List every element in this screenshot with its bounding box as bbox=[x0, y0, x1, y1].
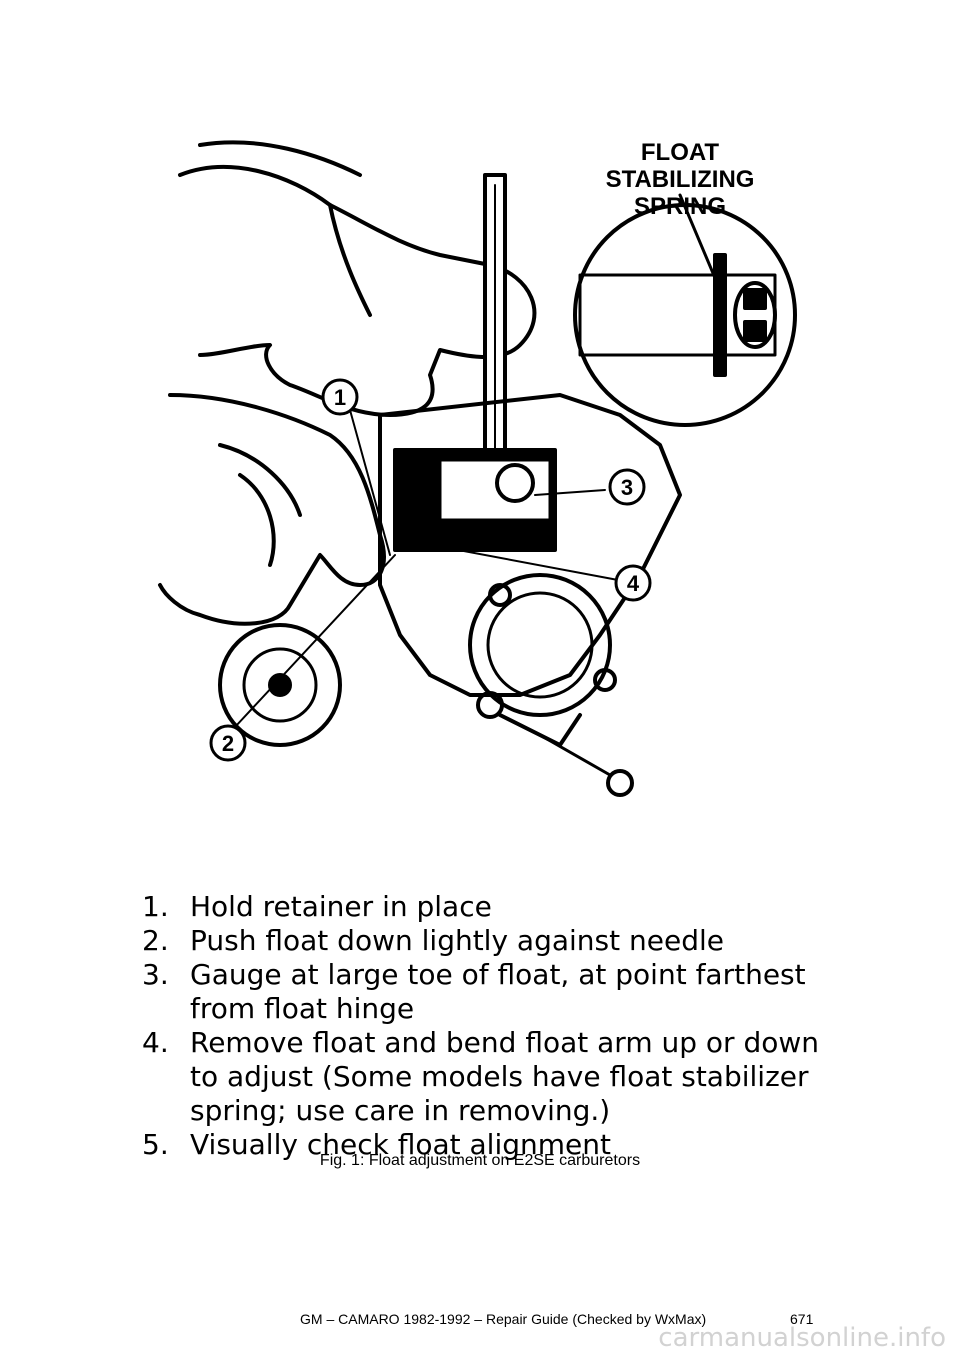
step-text: Remove float and bend float arm up or do… bbox=[190, 1026, 820, 1127]
upper-hand-drawing bbox=[178, 165, 537, 417]
callout-number-4: 4 bbox=[627, 571, 640, 596]
step-number: 4. bbox=[142, 1026, 169, 1059]
callout-number-3: 3 bbox=[621, 475, 633, 500]
step-text: Push float down lightly against needle bbox=[190, 924, 724, 957]
callout-number-2: 2 bbox=[222, 731, 234, 756]
lower-hand-drawing bbox=[158, 393, 386, 626]
callout-circle-3 bbox=[608, 468, 646, 506]
footer-title: GM – CAMARO 1982-1992 – Repair Guide (Ch… bbox=[300, 1311, 707, 1327]
watermark: carmanualsonline.info bbox=[658, 1323, 946, 1353]
callout-circle-1 bbox=[321, 378, 359, 416]
procedure-step: 3. Gauge at large toe of float, at point… bbox=[142, 958, 842, 1026]
callout-circle-2 bbox=[209, 724, 247, 762]
procedure-step: 4. Remove float and bend float arm up or… bbox=[142, 1026, 842, 1128]
procedure-step: 5. Visually check float alignment bbox=[142, 1128, 842, 1162]
step-number: 2. bbox=[142, 924, 169, 957]
callout-circle-4 bbox=[614, 564, 652, 602]
procedure-step: 1. Hold retainer in place bbox=[142, 890, 842, 924]
spring-label-line-1: FLOAT bbox=[641, 139, 720, 166]
carburetor-body-drawing bbox=[378, 393, 682, 697]
throttle-cover-drawing bbox=[468, 573, 612, 717]
page-number: 671 bbox=[790, 1311, 814, 1327]
step-text: Gauge at large toe of float, at point fa… bbox=[190, 958, 806, 1025]
fuel-inlet-nut-drawing bbox=[218, 623, 342, 747]
procedure-step: 2. Push float down lightly against needl… bbox=[142, 924, 842, 958]
callout-number-1: 1 bbox=[334, 385, 346, 410]
step-text: Hold retainer in place bbox=[190, 890, 492, 923]
step-text: Visually check float alignment bbox=[190, 1128, 611, 1161]
spring-label-line-2: STABILIZING bbox=[606, 166, 755, 193]
stabilizing-spring-inset bbox=[573, 203, 797, 427]
step-number: 5. bbox=[142, 1128, 169, 1161]
step-number: 3. bbox=[142, 958, 169, 991]
step-number: 1. bbox=[142, 890, 169, 923]
float-adjustment-illustration: FLOAT STABILIZING SPRING 1 2 3 4 bbox=[158, 139, 797, 797]
spring-label-line-3: SPRING bbox=[634, 193, 726, 220]
procedure-steps-list: 1. Hold retainer in place 2. Push float … bbox=[142, 890, 842, 1162]
figure-caption: Fig. 1: Float adjustment on E2SE carbure… bbox=[319, 1152, 641, 1169]
